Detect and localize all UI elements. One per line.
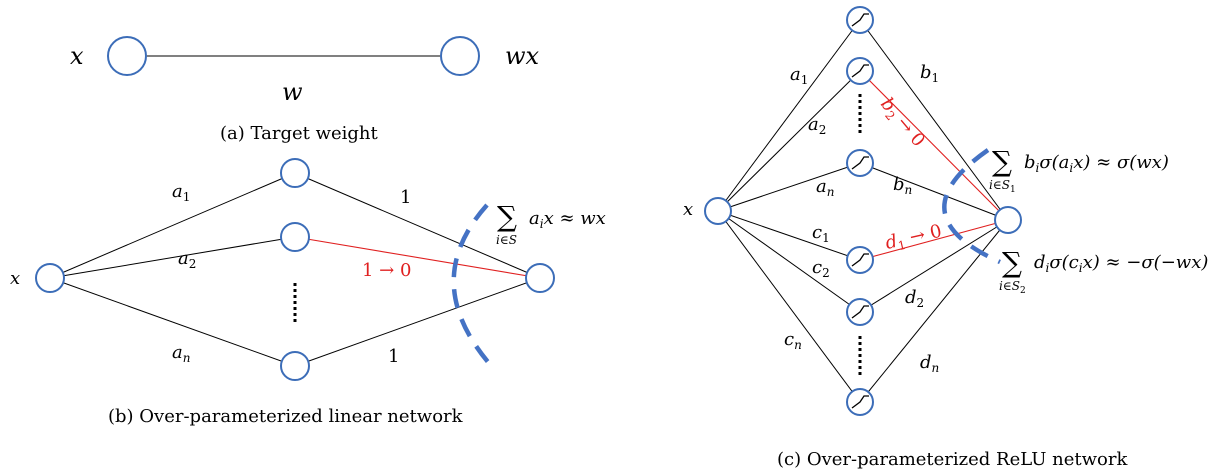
- weight-a1: a1: [790, 64, 808, 87]
- edge-h5-y: [859, 219, 1009, 403]
- relu-node-2: [846, 57, 874, 85]
- hidden-node-1: [280, 158, 310, 188]
- edge-h4-y: [859, 219, 1009, 313]
- relu-activation-icon: [851, 253, 869, 267]
- weight-an: an: [816, 176, 834, 199]
- weight-c2: c2: [812, 257, 830, 280]
- sum1-symbol: ∑: [992, 145, 1012, 178]
- output-label: wx: [505, 42, 540, 70]
- relu-node-c2: [846, 298, 874, 326]
- edge-x-h2: [717, 162, 861, 212]
- input-label: x: [683, 199, 693, 220]
- edge-x-h5: [717, 210, 861, 403]
- edge-h2-y: [859, 162, 1009, 221]
- pruned-label-d: d1 → 0: [883, 221, 944, 256]
- weight-d2: d2: [905, 287, 924, 310]
- hidden-node-n: [280, 351, 310, 381]
- sum2-index: i∈S2: [999, 279, 1026, 296]
- dashed-arc: [942, 148, 1001, 265]
- relu-activation-icon: [851, 13, 869, 27]
- weight-an: an: [172, 342, 190, 365]
- weight-b1: b1: [920, 62, 939, 85]
- output-node: [440, 36, 480, 76]
- weight-a2: a2: [808, 114, 826, 137]
- panel-b: x a1 a2 an 1 1 1 → 0 ∑ i∈S aix ≈ wx (b) …: [10, 158, 606, 427]
- output-node: [525, 263, 555, 293]
- sum2-expression: diσ(cix) ≈ −σ(−wx): [1034, 252, 1208, 275]
- relu-node-n: [846, 149, 874, 177]
- panel-c: x a1 a2 an b1 bn c1 c2 cn d2 dn b2 → 0 d…: [683, 6, 1208, 470]
- relu-node-cn: [846, 388, 874, 416]
- weight-out-1: 1: [400, 187, 411, 208]
- edge-h3-y-pruned: [859, 219, 1009, 261]
- edge-in-1: [49, 172, 296, 279]
- relu-node-1: [846, 6, 874, 34]
- relu-activation-icon: [851, 64, 869, 78]
- relu-activation-icon: [851, 305, 869, 319]
- weight-a1: a1: [172, 181, 190, 204]
- edge-x-h3: [717, 210, 861, 261]
- edge-x-h0: [717, 19, 861, 212]
- weight-a2: a2: [178, 248, 196, 271]
- sum-expression: aix ≈ wx: [529, 208, 606, 231]
- relu-node-c1: [846, 246, 874, 274]
- pruned-label: 1 → 0: [362, 260, 411, 281]
- output-node: [994, 206, 1022, 234]
- input-node: [107, 36, 147, 76]
- caption-b: (b) Over-parameterized linear network: [108, 406, 464, 427]
- relu-activation-icon: [851, 395, 869, 409]
- sum2-symbol: ∑: [1002, 246, 1022, 279]
- edge-x-h1: [717, 70, 861, 212]
- weight-c1: c1: [812, 222, 830, 245]
- dashed-arc: [451, 203, 490, 364]
- caption-c: (c) Over-parameterized ReLU network: [777, 449, 1128, 470]
- relu-activation-icon: [851, 156, 869, 170]
- caption-a: (a) Target weight: [220, 123, 379, 144]
- edge-h1-y-pruned: [859, 70, 1009, 221]
- sum1-expression: biσ(aix) ≈ σ(wx): [1024, 152, 1169, 175]
- input-label: x: [70, 42, 84, 70]
- hidden-node-2: [280, 222, 310, 252]
- edge-x-h4: [717, 210, 861, 313]
- weight-dn: dn: [920, 352, 939, 375]
- edge-out-n: [294, 277, 541, 367]
- sum-symbol: ∑: [497, 200, 517, 233]
- input-node: [704, 197, 732, 225]
- weight-out-n: 1: [388, 346, 399, 367]
- input-node: [35, 263, 65, 293]
- panel-a: x wx w (a) Target weight: [70, 36, 540, 144]
- weight-bn: bn: [893, 174, 912, 197]
- weight-cn: cn: [784, 329, 802, 352]
- weight-label: w: [282, 78, 303, 106]
- edge-out-1: [294, 172, 541, 279]
- input-label: x: [10, 268, 20, 289]
- edge-in-2: [49, 236, 296, 279]
- edge-h0-y: [859, 19, 1009, 221]
- edge-in-n: [49, 277, 296, 367]
- sum-index: i∈S: [496, 233, 517, 247]
- sum1-index: i∈S1: [989, 178, 1016, 195]
- edge-out-2-pruned: [294, 236, 541, 279]
